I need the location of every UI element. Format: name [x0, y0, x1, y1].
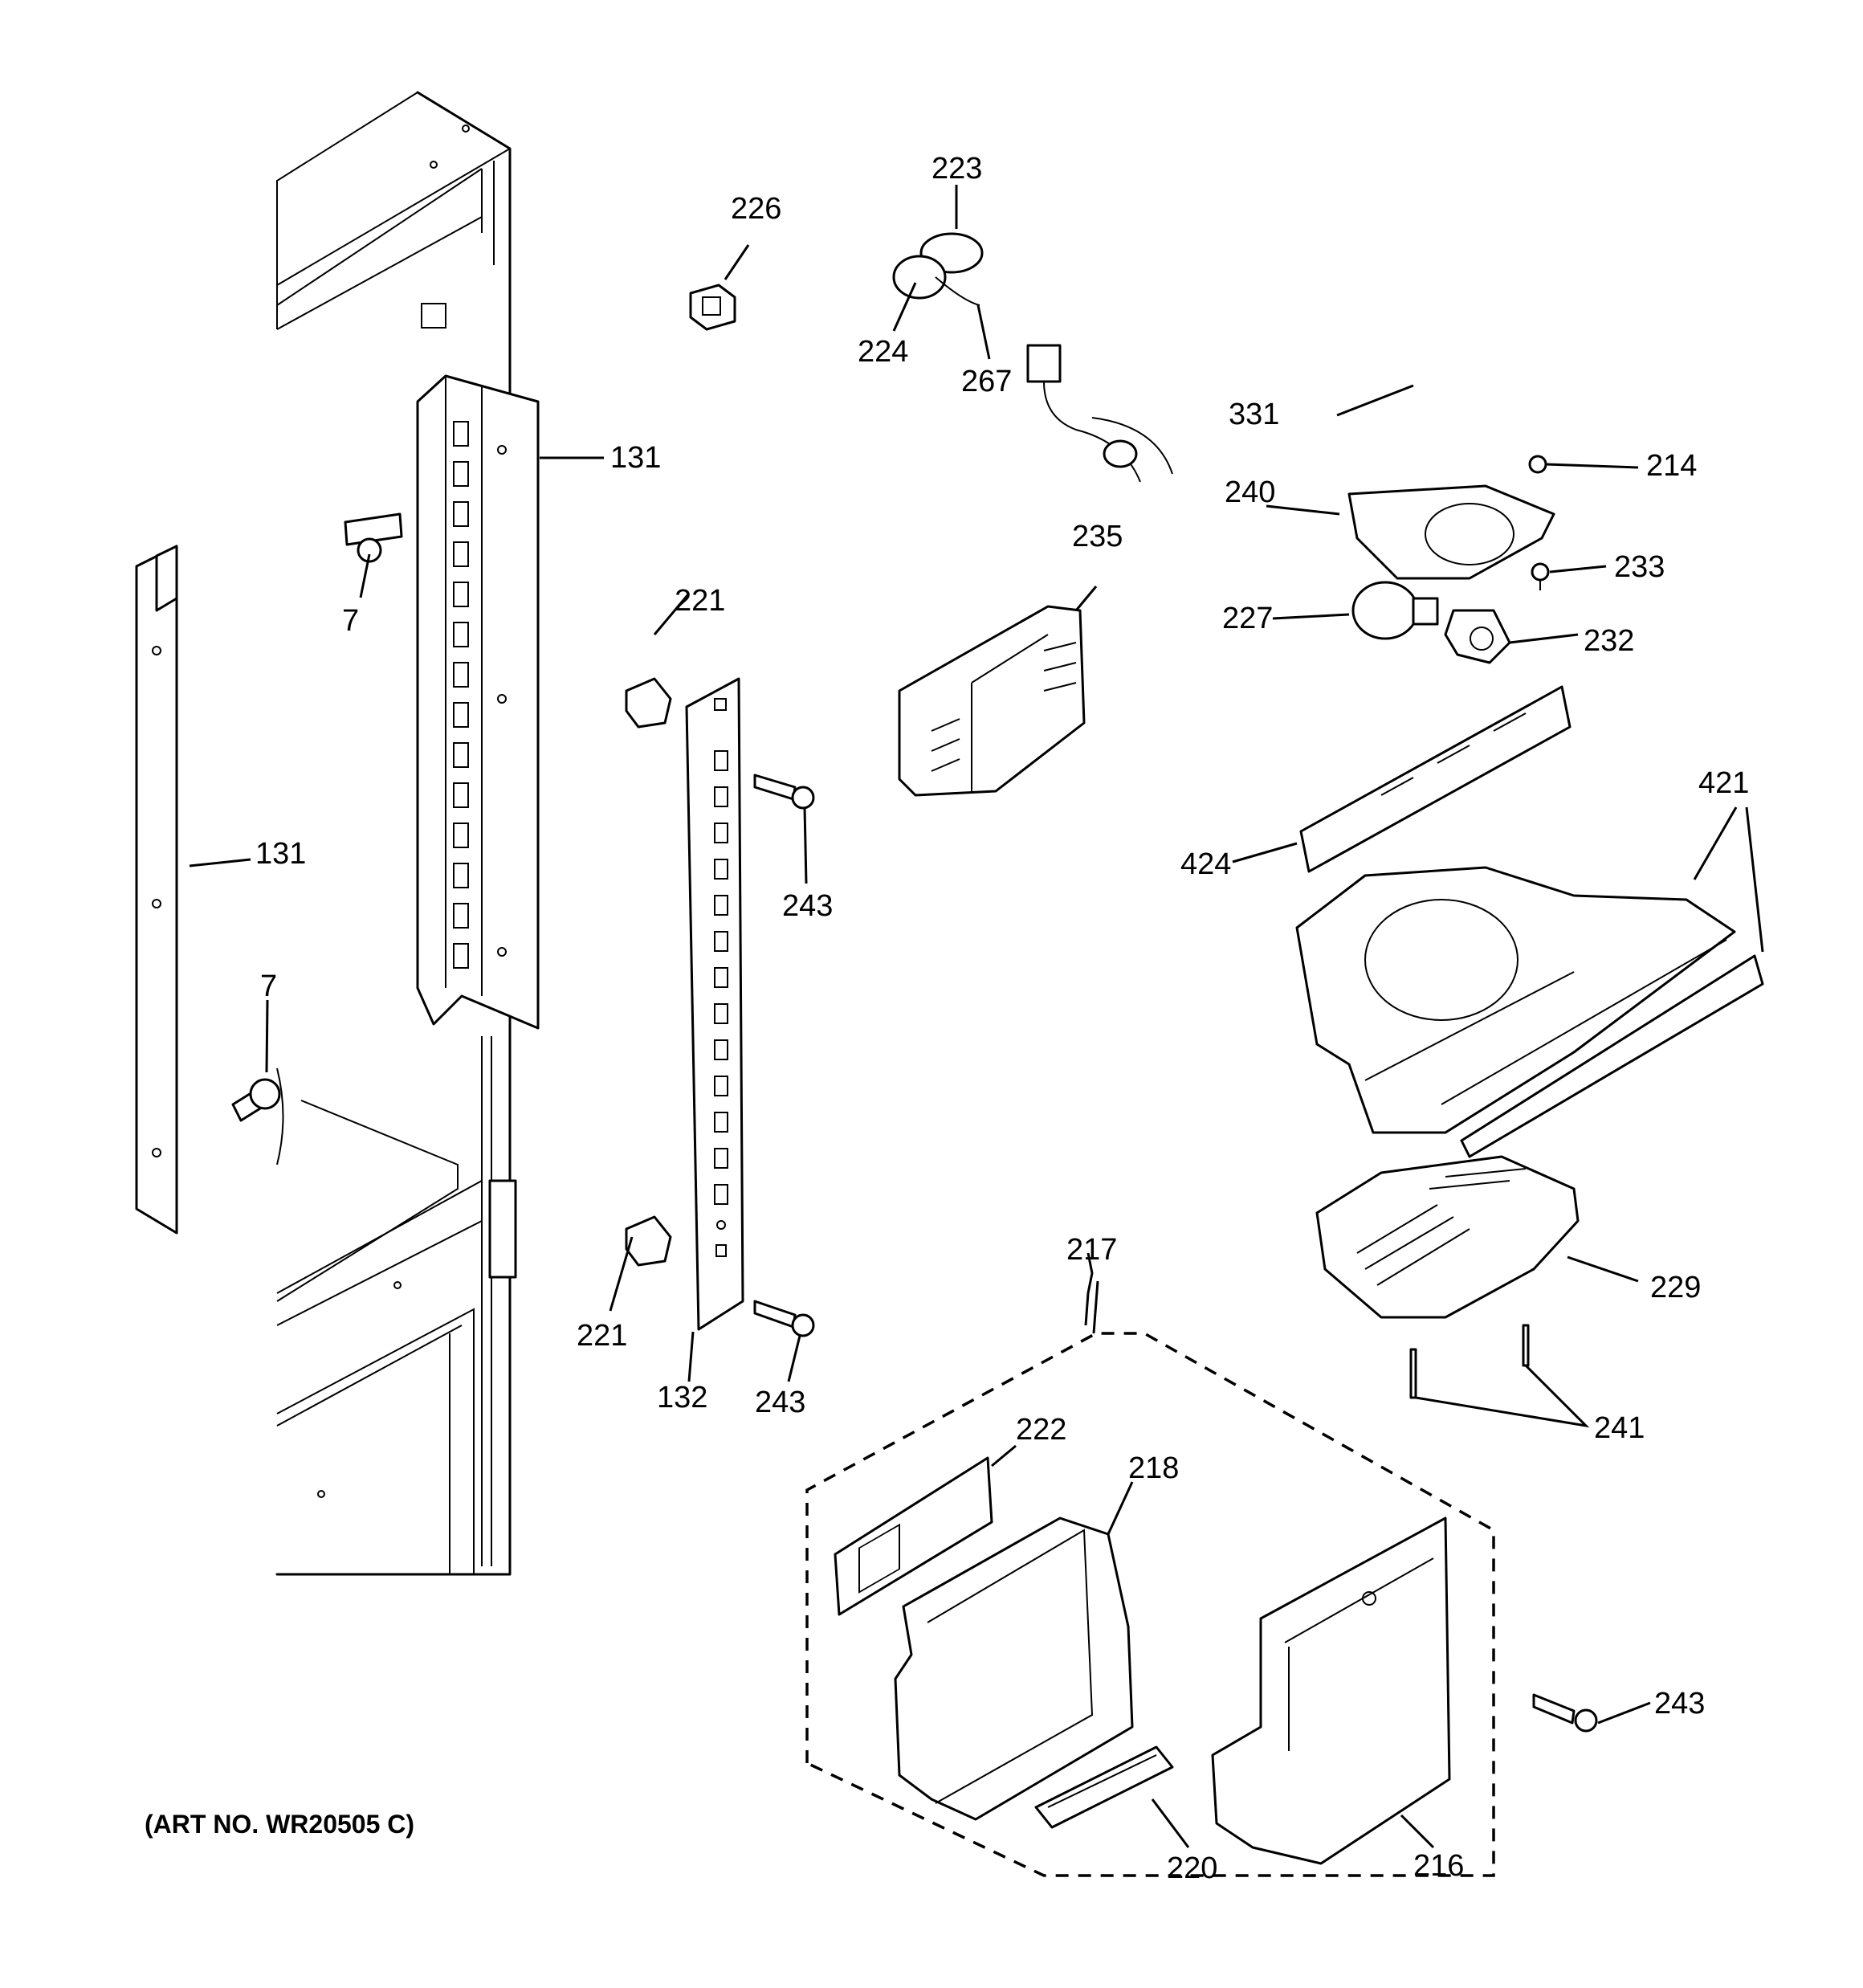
leader-lines — [189, 185, 1764, 1849]
callout-233: 233 — [1614, 550, 1665, 584]
callout-243-lower: 243 — [755, 1386, 805, 1419]
nut-214 — [1528, 455, 1547, 474]
callout-221-bottom: 221 — [577, 1319, 627, 1353]
callout-421: 421 — [1698, 766, 1749, 800]
switch-226 — [689, 284, 736, 331]
callout-220: 220 — [1167, 1851, 1217, 1885]
callout-217: 217 — [1066, 1233, 1117, 1267]
art-number: (ART NO. WR20505 C) — [145, 1810, 414, 1839]
screw-7-top — [344, 512, 403, 563]
callout-243-right: 243 — [1654, 1687, 1705, 1721]
screw-243-right — [1532, 1693, 1598, 1733]
tray-229 — [1315, 1155, 1580, 1319]
callout-424: 424 — [1180, 847, 1231, 881]
gasket-220 — [1034, 1745, 1174, 1829]
callout-241: 241 — [1594, 1411, 1645, 1445]
cover-218 — [894, 1517, 1134, 1821]
screw-7-bottom — [231, 1078, 281, 1122]
gasket-222 — [834, 1456, 993, 1616]
housing-235 — [898, 605, 1086, 797]
reflector-240 — [1347, 484, 1555, 580]
sensor-223-224-267 — [892, 232, 984, 306]
clip-221-top — [625, 677, 672, 729]
callout-240: 240 — [1225, 476, 1275, 509]
screws-241 — [1409, 1324, 1530, 1399]
callout-222: 222 — [1016, 1413, 1066, 1447]
socket-232 — [1444, 609, 1511, 664]
callout-331: 331 — [1229, 398, 1279, 431]
channel-131-left — [135, 545, 178, 1235]
callout-235: 235 — [1072, 520, 1123, 553]
rail-132 — [685, 677, 744, 1331]
screw-243-upper — [753, 774, 815, 810]
callout-131-left: 131 — [255, 837, 306, 871]
bulb-227 — [1351, 581, 1439, 640]
channel-131-right — [416, 374, 540, 1030]
callout-227: 227 — [1222, 602, 1273, 635]
callout-132: 132 — [657, 1381, 707, 1414]
callout-267: 267 — [961, 365, 1012, 398]
cover-421 — [1295, 866, 1764, 1158]
callout-223: 223 — [932, 152, 982, 186]
callout-216: 216 — [1413, 1849, 1464, 1883]
callout-218: 218 — [1128, 1451, 1179, 1485]
callout-224: 224 — [858, 335, 908, 369]
callout-131-right: 131 — [610, 441, 661, 475]
screw-243-lower — [753, 1300, 815, 1337]
clip-221-bottom — [625, 1215, 672, 1267]
callout-labels: 223 226 224 267 131 7 221 235 243 131 7 … — [255, 152, 1749, 1885]
callout-7-bottom: 7 — [260, 970, 277, 1003]
callout-232: 232 — [1584, 624, 1634, 658]
callout-214: 214 — [1646, 449, 1697, 483]
harness-331 — [1026, 344, 1173, 483]
callout-243-upper: 243 — [782, 889, 833, 923]
callout-229: 229 — [1650, 1271, 1701, 1304]
control-board-424 — [1299, 685, 1572, 873]
callout-7-top: 7 — [342, 604, 359, 638]
callout-221-top: 221 — [675, 584, 725, 618]
callout-226: 226 — [731, 192, 781, 226]
housing-216 — [1211, 1517, 1451, 1865]
screw-233 — [1531, 562, 1550, 590]
